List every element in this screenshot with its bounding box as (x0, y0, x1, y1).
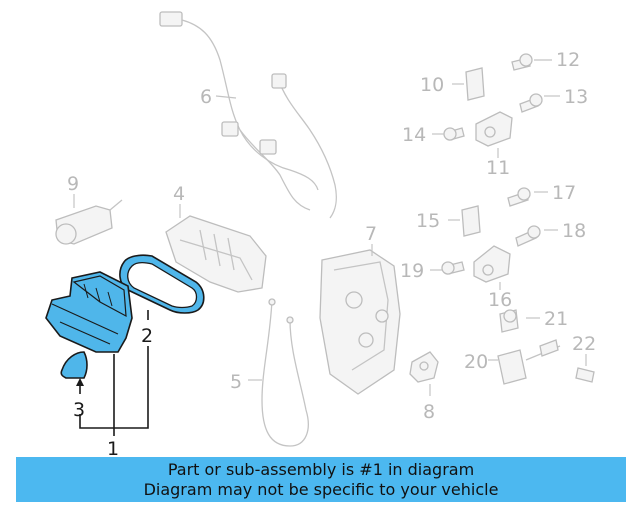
part-15-bracket (461, 205, 481, 237)
part-11-bracket (475, 111, 513, 147)
callout-6: 6 (200, 86, 212, 108)
callout-4: 4 (173, 183, 185, 205)
callout-8: 8 (423, 401, 435, 423)
banner-line-1: Part or sub-assembly is #1 in diagram (167, 459, 475, 479)
banner-line-2: Diagram may not be specific to your vehi… (143, 479, 499, 499)
part-6-cable (159, 11, 337, 219)
part-20-rod-clip (497, 339, 561, 385)
callout-1: 1 (107, 438, 119, 460)
callout-3: 3 (73, 399, 85, 421)
info-banner: Part or sub-assembly is #1 in diagram Di… (16, 457, 626, 502)
callout-5: 5 (230, 371, 242, 393)
callout-11: 11 (486, 157, 510, 179)
callout-22: 22 (572, 333, 596, 355)
callout-16: 16 (488, 289, 512, 311)
part-7-latch (319, 249, 401, 395)
callout-10: 10 (420, 74, 444, 96)
part-13-bolt (519, 93, 543, 113)
callout-20: 20 (464, 351, 488, 373)
part-14-bolt (443, 127, 465, 141)
callout-12: 12 (556, 49, 580, 71)
callout-9: 9 (67, 173, 79, 195)
callout-14: 14 (402, 124, 426, 146)
callout-13: 13 (564, 86, 588, 108)
callout-7: 7 (365, 223, 377, 245)
callout-21: 21 (544, 308, 568, 330)
part-3-cap (60, 351, 88, 379)
callout-19: 19 (400, 260, 424, 282)
callout-15: 15 (416, 210, 440, 232)
part-10-bracket (465, 67, 485, 101)
part-16-bracket (473, 245, 511, 283)
part-19-bolt (441, 261, 465, 275)
part-22-screw (575, 367, 595, 383)
part-1-handle-assembly (45, 271, 133, 353)
highlight-leaders (76, 310, 149, 436)
part-21-bolt (499, 309, 519, 333)
callout-18: 18 (562, 220, 586, 242)
part-17-bolt (507, 187, 531, 207)
callout-17: 17 (552, 182, 576, 204)
part-4-handle-frame (165, 215, 267, 293)
part-18-bolt (515, 225, 541, 247)
part-8-striker (409, 351, 439, 383)
part-5-rod (261, 298, 309, 447)
part-12-bolt (511, 53, 533, 71)
callout-2: 2 (141, 325, 153, 347)
part-9-lock-cylinder (55, 199, 123, 245)
